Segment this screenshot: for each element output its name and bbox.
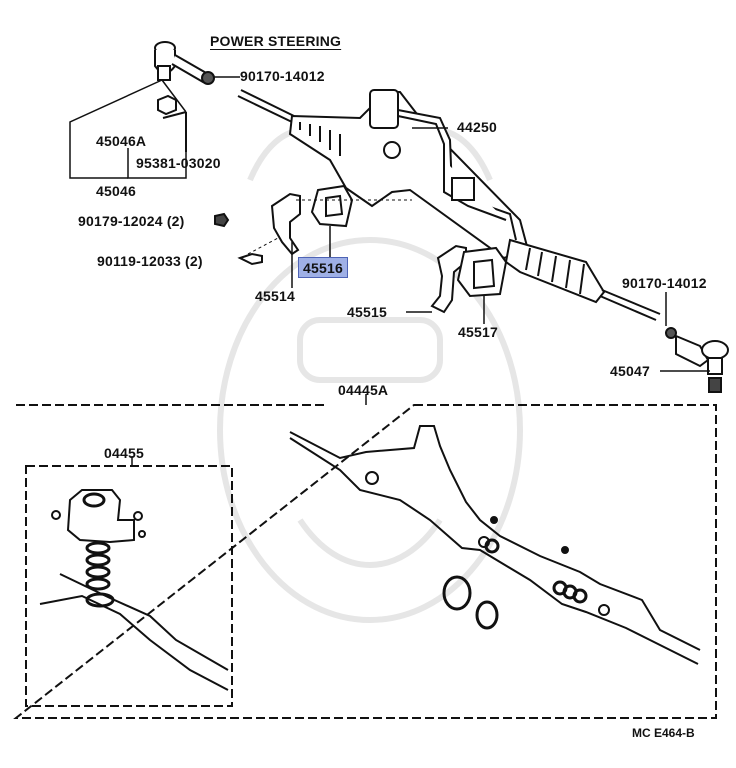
bracket-45515 bbox=[430, 244, 467, 314]
housing-outline-large bbox=[289, 425, 701, 665]
part-label-45046a[interactable]: 45046A bbox=[96, 133, 147, 149]
grommet-45517 bbox=[456, 246, 508, 298]
inner-tie-rod-right bbox=[599, 289, 661, 321]
leader-bracket-45046 bbox=[69, 79, 187, 179]
part-label-90170-14012-right[interactable]: 90170-14012 bbox=[622, 275, 707, 291]
part-label-45517[interactable]: 45517 bbox=[458, 324, 498, 340]
part-label-95381-03020[interactable]: 95381-03020 bbox=[136, 155, 221, 171]
part-label-45047[interactable]: 45047 bbox=[610, 363, 650, 379]
part-label-45515[interactable]: 45515 bbox=[347, 304, 387, 320]
boot-right bbox=[504, 238, 606, 304]
tie-rod-end-left bbox=[154, 41, 210, 84]
diagram-title: POWER STEERING bbox=[210, 33, 342, 49]
bolt-90119 bbox=[237, 252, 263, 266]
part-label-04455[interactable]: 04455 bbox=[104, 445, 144, 461]
part-label-45516-highlighted[interactable]: 45516 bbox=[298, 257, 348, 278]
nut-90170-left bbox=[201, 71, 215, 85]
housing-outline-small bbox=[39, 489, 229, 691]
cotter-pin-95381 bbox=[162, 111, 187, 152]
bracket-45514 bbox=[270, 192, 301, 256]
kit-box-04445a bbox=[13, 404, 717, 719]
part-label-04445a[interactable]: 04445A bbox=[338, 382, 389, 398]
castle-nut-45046a bbox=[157, 94, 177, 116]
kit-box-04455 bbox=[25, 465, 233, 707]
leader-dashed-left bbox=[247, 237, 279, 255]
part-label-45046[interactable]: 45046 bbox=[96, 183, 136, 199]
rack-housing-44250 bbox=[288, 89, 530, 260]
tie-rod-end-right bbox=[665, 327, 729, 393]
inner-tie-rod-left bbox=[237, 89, 295, 123]
part-label-44250[interactable]: 44250 bbox=[457, 119, 497, 135]
part-label-90119-12033[interactable]: 90119-12033 (2) bbox=[97, 253, 203, 269]
o-rings-loose bbox=[442, 575, 499, 630]
grommet-45516 bbox=[310, 184, 354, 228]
figure-code: MC E464-B bbox=[632, 726, 695, 740]
part-label-90170-14012-left[interactable]: 90170-14012 bbox=[240, 68, 325, 84]
bolt-90179 bbox=[214, 212, 230, 228]
part-label-45514[interactable]: 45514 bbox=[255, 288, 295, 304]
part-label-90179-12024[interactable]: 90179-12024 (2) bbox=[78, 213, 185, 229]
